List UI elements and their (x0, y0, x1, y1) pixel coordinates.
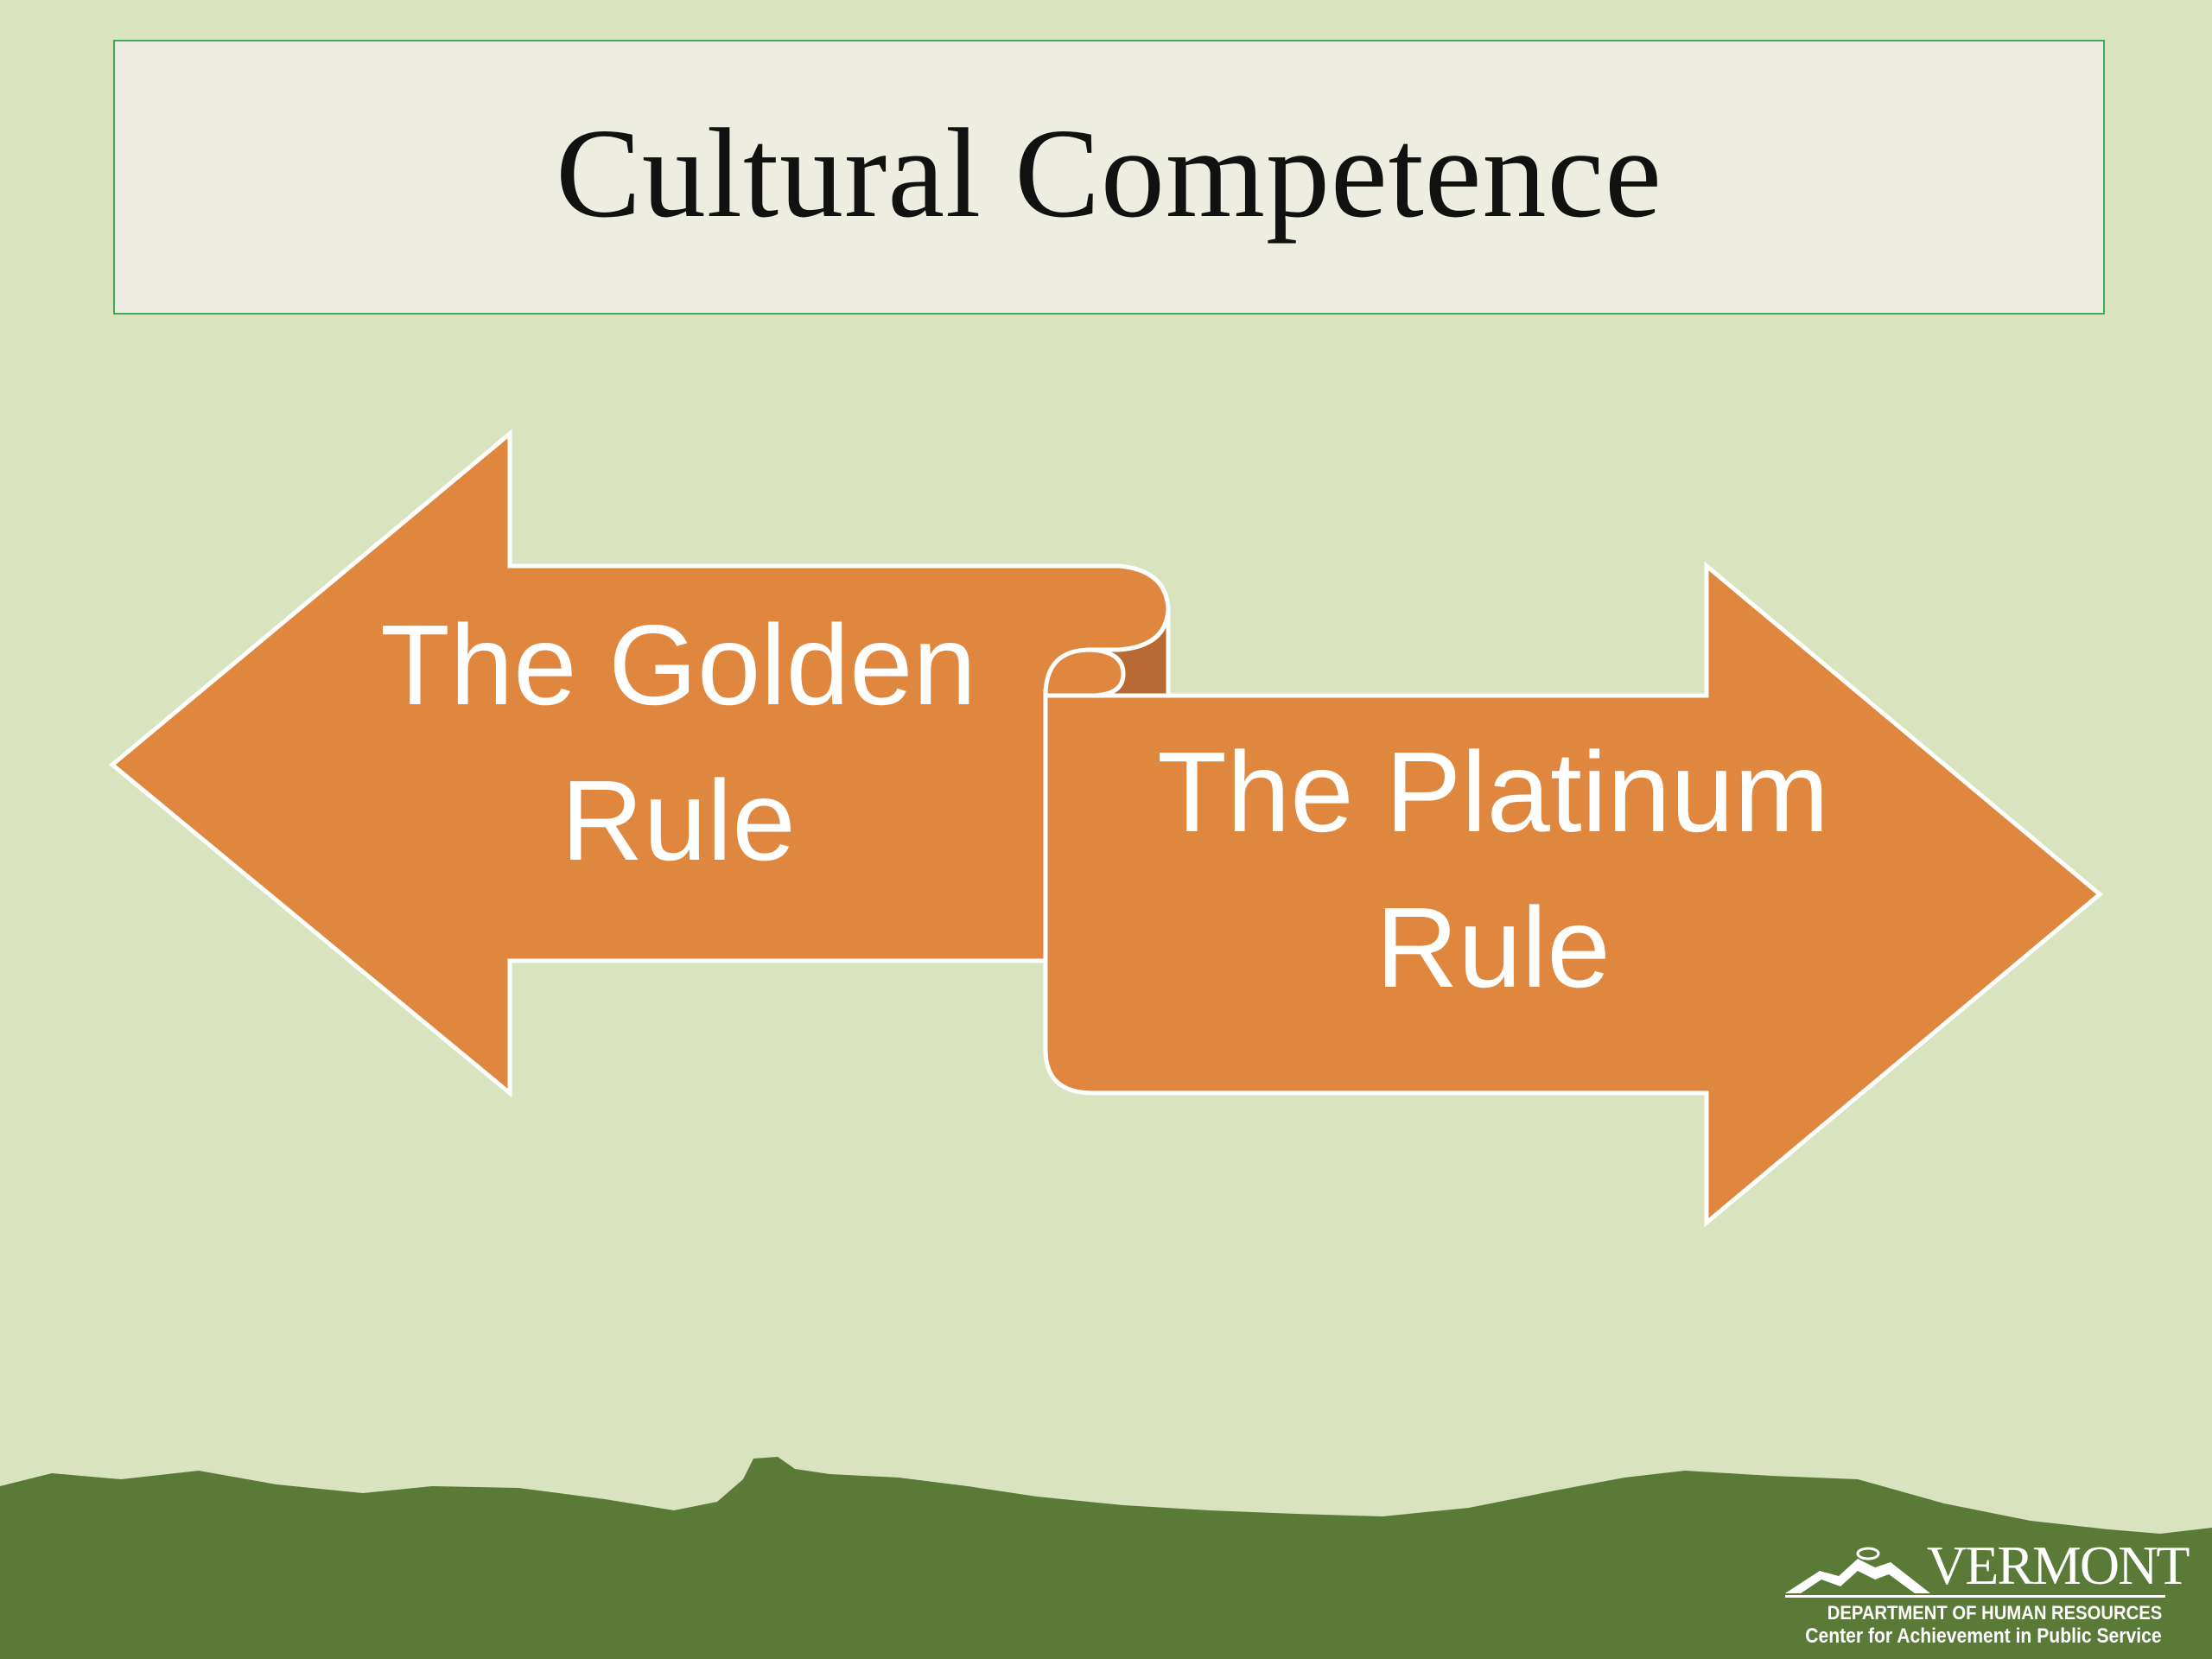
right-arrow-label-line2: Rule (1376, 884, 1610, 1011)
arrow-fold-lip (1043, 647, 1126, 698)
title-box: Cultural Competence (113, 40, 2105, 315)
logo-divider (1785, 1595, 2165, 1598)
mountain-logo-icon (1785, 1547, 1930, 1593)
logo-department: DEPARTMENT OF HUMAN RESOURCES (1827, 1602, 2162, 1624)
vermont-logo: VERMONT DEPARTMENT OF HUMAN RESOURCES Ce… (1780, 1538, 2190, 1650)
right-arrow-label-line1: The Platinum (1157, 728, 1829, 855)
hills-shape (0, 1457, 2212, 1659)
left-arrow-label-line2: Rule (561, 757, 795, 884)
logo-wordmark: VERMONT (1927, 1535, 2190, 1596)
left-arrow-label-line1: The Golden (380, 601, 976, 728)
logo-center-name: Center for Achievement in Public Service (1805, 1624, 2162, 1648)
slide-title: Cultural Competence (556, 103, 1662, 245)
